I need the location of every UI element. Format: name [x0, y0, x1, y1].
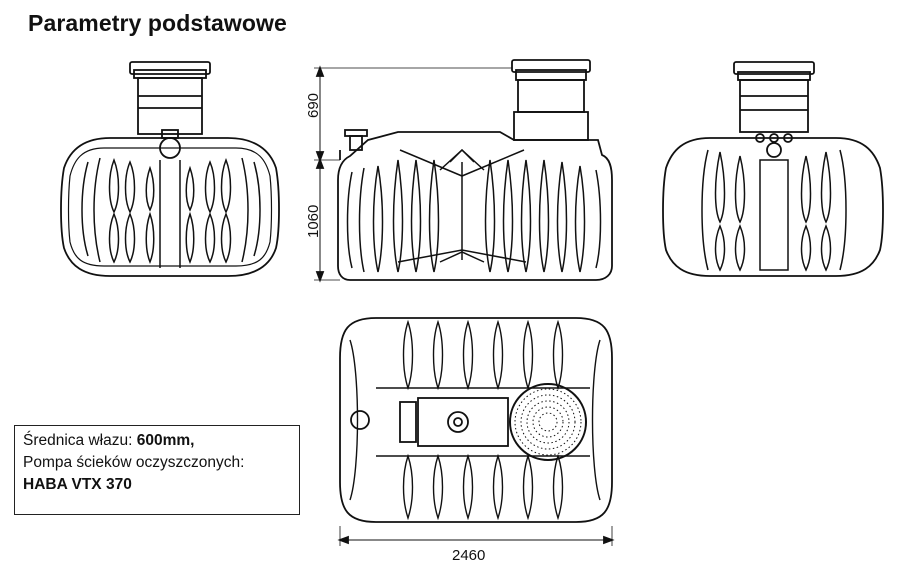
front-view-center: 690 1060 — [305, 59, 613, 283]
page-title: Parametry podstawowe — [28, 10, 287, 36]
manhole-diameter-value: 600mm, — [136, 432, 195, 449]
pump-model: HABA VTX 370 — [23, 476, 132, 493]
dim-tank-length: 2460 — [452, 547, 485, 564]
side-view-right — [662, 61, 884, 277]
spec-info-box: Średnica włazu: 600mm, Pompa ścieków ocz… — [14, 425, 300, 515]
dim-tank-height: 1060 — [305, 205, 322, 238]
pump-label: Pompa ścieków oczyszczonych: — [23, 454, 245, 471]
dim-manhole-height: 690 — [305, 93, 322, 118]
top-view: 2460 — [337, 317, 615, 564]
manhole-diameter-line: Średnica włazu: 600mm, — [23, 430, 291, 452]
manhole-diameter-label: Średnica włazu: — [23, 432, 137, 449]
side-view-left — [60, 61, 280, 277]
